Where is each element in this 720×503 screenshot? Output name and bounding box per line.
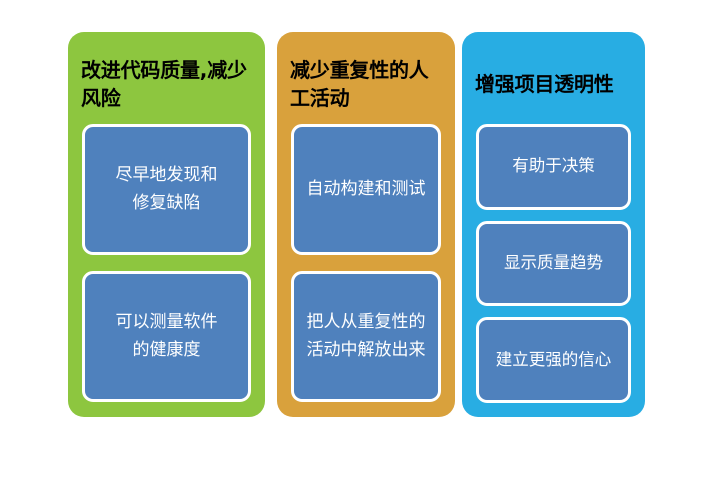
node-early-detect-fix[interactable]: 尽早地发现和 修复缺陷: [82, 124, 251, 255]
column-node-list: 自动构建和测试 把人从重复性的 活动中解放出来: [277, 124, 455, 417]
group-column-enhance-project-transparency[interactable]: 增强项目透明性 有助于决策 显示质量趋势 建立更强的信心: [462, 32, 645, 417]
column-title: 减少重复性的人 工活动: [290, 58, 429, 111]
node-measure-health[interactable]: 可以测量软件 的健康度: [82, 271, 251, 402]
node-auto-build-test[interactable]: 自动构建和测试: [291, 124, 441, 255]
node-build-confidence[interactable]: 建立更强的信心: [476, 317, 631, 404]
node-aid-decision[interactable]: 有助于决策: [476, 124, 631, 210]
column-title: 改进代码质量,减少 风险: [81, 58, 247, 111]
column-title: 增强项目透明性: [475, 72, 614, 96]
node-free-people[interactable]: 把人从重复性的 活动中解放出来: [291, 271, 441, 402]
group-column-improve-code-quality[interactable]: 改进代码质量,减少 风险 尽早地发现和 修复缺陷 可以测量软件 的健康度: [68, 32, 265, 417]
column-node-list: 尽早地发现和 修复缺陷 可以测量软件 的健康度: [68, 124, 265, 417]
column-node-list: 有助于决策 显示质量趋势 建立更强的信心: [462, 124, 645, 417]
node-show-quality-trend[interactable]: 显示质量趋势: [476, 220, 631, 307]
group-column-reduce-repetitive-manual-work[interactable]: 减少重复性的人 工活动 自动构建和测试 把人从重复性的 活动中解放出来: [277, 32, 455, 417]
